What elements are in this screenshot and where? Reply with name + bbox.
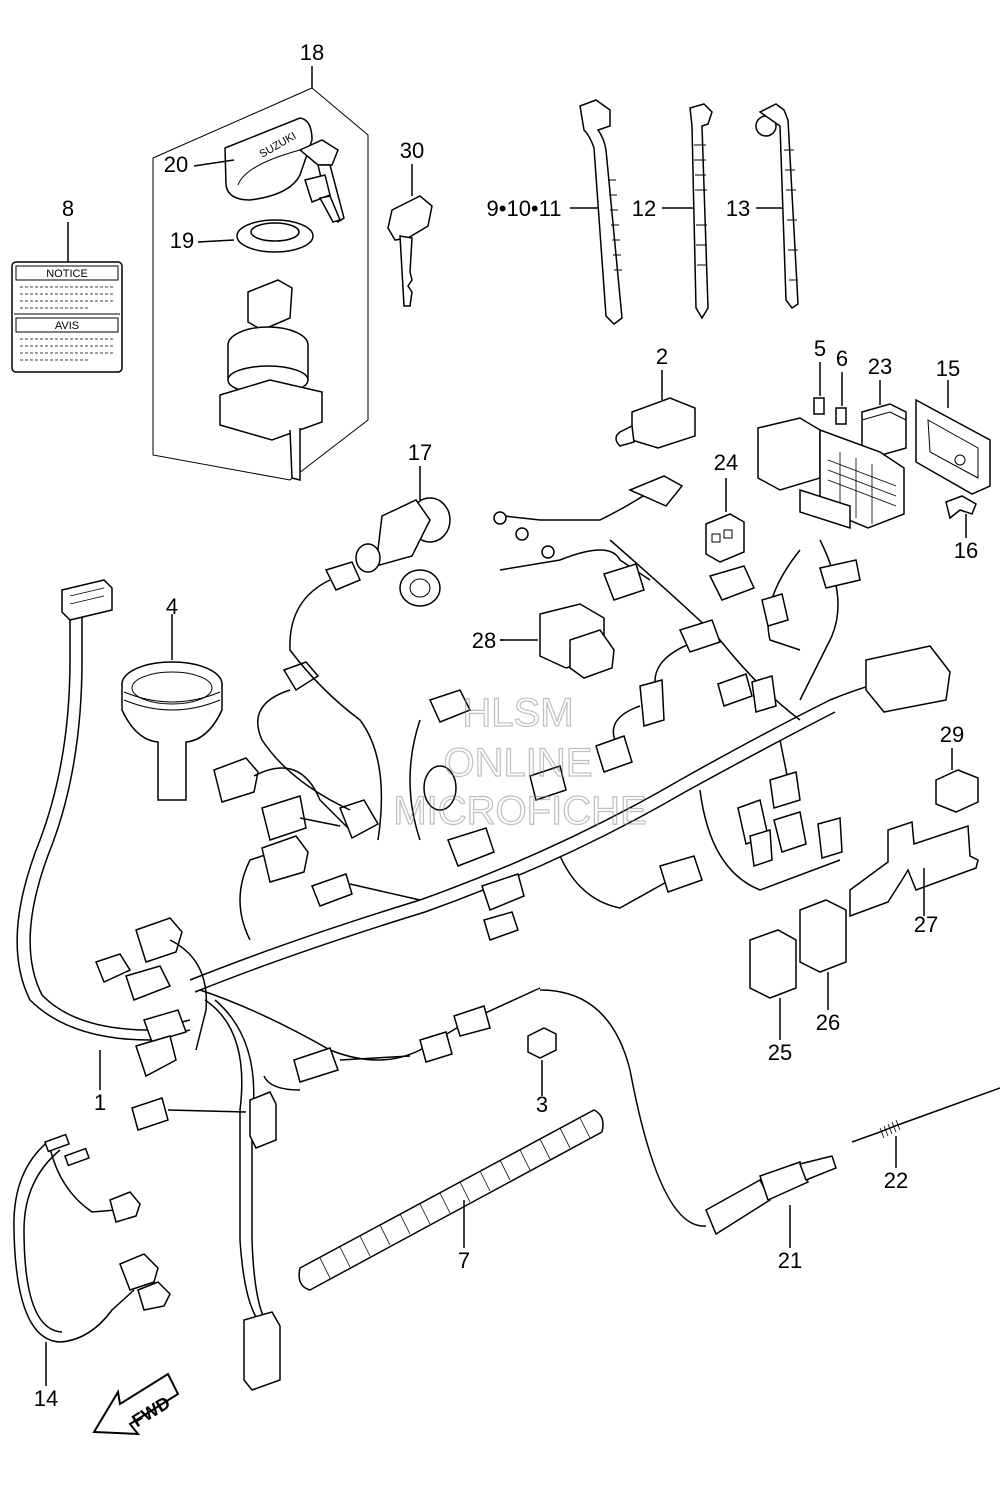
part-30-key[interactable] xyxy=(387,164,433,307)
part-25-connector[interactable] xyxy=(749,929,797,1040)
part-21-sensor[interactable] xyxy=(539,989,837,1248)
part-13-cable-tie-with-clip[interactable] xyxy=(755,103,799,310)
part-12-cable-tie[interactable] xyxy=(662,103,713,320)
notice-label-text: NOTICE xyxy=(46,268,88,280)
watermark-line-3: MICROFICHE xyxy=(393,789,646,833)
callout-4: 4 xyxy=(166,594,178,619)
watermark-line-1: HLSM xyxy=(462,691,573,735)
callout-29: 29 xyxy=(940,722,964,747)
callout-12: 12 xyxy=(632,196,656,221)
callout-17: 17 xyxy=(408,440,432,465)
part-27-plate[interactable] xyxy=(849,820,979,918)
part-6-fuse[interactable] xyxy=(835,372,847,425)
fuse-box[interactable] xyxy=(757,417,905,530)
part-14-sub-harness[interactable] xyxy=(13,1133,171,1386)
callout-8: 8 xyxy=(62,196,74,221)
avis-label-text: AVIS xyxy=(55,320,79,332)
part-9-10-11-cable-tie[interactable] xyxy=(570,99,623,325)
part-23-relay[interactable] xyxy=(861,380,907,457)
part-16-clip[interactable] xyxy=(945,495,977,538)
callout-13: 13 xyxy=(726,196,750,221)
callout-7: 7 xyxy=(458,1248,470,1273)
part-24-connector[interactable] xyxy=(705,478,745,563)
callout-24: 24 xyxy=(714,450,738,475)
callout-22: 22 xyxy=(884,1168,908,1193)
callout-26: 26 xyxy=(816,1010,840,1035)
part-8-notice-label[interactable]: NOTICE AVIS xyxy=(11,222,123,373)
callout-9-10-11: 9•10•11 xyxy=(487,196,562,221)
callout-28: 28 xyxy=(472,628,496,653)
fwd-arrow-icon: FWD xyxy=(92,1372,180,1436)
callout-19: 19 xyxy=(170,228,194,253)
callout-6: 6 xyxy=(836,346,848,371)
part-28-module[interactable] xyxy=(500,603,615,679)
callout-21: 21 xyxy=(778,1248,802,1273)
callout-1: 1 xyxy=(94,1090,106,1115)
callout-2: 2 xyxy=(656,344,668,369)
part-4-grommet[interactable] xyxy=(121,614,223,801)
callout-5: 5 xyxy=(814,336,826,361)
callout-14: 14 xyxy=(34,1386,58,1411)
watermark-line-2: ONLINE xyxy=(444,741,593,785)
callout-20: 20 xyxy=(164,152,188,177)
part-22-spring-clip[interactable] xyxy=(851,1087,1000,1168)
callout-25: 25 xyxy=(768,1040,792,1065)
watermark: HLSM ONLINE MICROFICHE xyxy=(393,690,648,833)
part-15-bracket[interactable] xyxy=(915,380,991,495)
part-18-ignition-switch-group[interactable]: SUZUKI xyxy=(152,66,369,481)
part-17-socket[interactable] xyxy=(355,466,451,607)
part-3-cap[interactable] xyxy=(527,1027,557,1096)
callout-27: 27 xyxy=(914,912,938,937)
part-26-connector[interactable] xyxy=(799,899,847,1010)
callout-15: 15 xyxy=(936,356,960,381)
part-1-main-wiring-harness[interactable] xyxy=(16,475,951,1391)
part-2-cap[interactable] xyxy=(615,370,696,449)
callout-30: 30 xyxy=(400,138,424,163)
callout-18: 18 xyxy=(300,40,324,65)
callout-23: 23 xyxy=(868,354,892,379)
part-5-fuse[interactable] xyxy=(813,362,825,415)
callout-16: 16 xyxy=(954,538,978,563)
part-29-connector[interactable] xyxy=(935,748,979,813)
callout-labels: 1 2 3 4 5 6 7 8 9•10•11 12 13 14 15 16 1… xyxy=(34,40,978,1411)
callout-3: 3 xyxy=(536,1092,548,1117)
part-7-corrugated-tube[interactable] xyxy=(298,1109,604,1291)
